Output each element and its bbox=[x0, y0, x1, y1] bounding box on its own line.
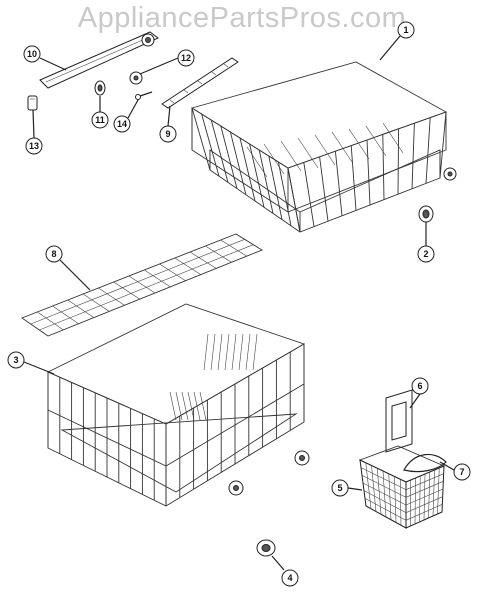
leader-lines bbox=[23, 35, 455, 571]
callout-3: 3 bbox=[7, 351, 25, 369]
callout-11: 11 bbox=[91, 111, 109, 129]
callout-9: 9 bbox=[159, 125, 177, 143]
svg-text:2: 2 bbox=[423, 249, 428, 259]
lower-rack-wheel bbox=[256, 539, 276, 557]
callout-10: 10 bbox=[23, 45, 41, 63]
svg-text:14: 14 bbox=[117, 119, 127, 129]
callout-4: 4 bbox=[281, 569, 299, 587]
lower-rack bbox=[46, 303, 310, 507]
callout-5: 5 bbox=[331, 479, 349, 497]
rack-slide-strip bbox=[161, 57, 239, 109]
svg-text:8: 8 bbox=[51, 249, 56, 259]
svg-text:5: 5 bbox=[337, 483, 342, 493]
svg-text:10: 10 bbox=[27, 49, 37, 59]
callout-2: 2 bbox=[417, 245, 435, 263]
silverware-basket bbox=[358, 445, 446, 529]
callout-13: 13 bbox=[25, 137, 43, 155]
cup-shelf bbox=[21, 233, 263, 337]
end-cap bbox=[27, 95, 38, 111]
svg-text:12: 12 bbox=[181, 53, 191, 63]
svg-text:4: 4 bbox=[287, 573, 292, 583]
callout-12: 12 bbox=[177, 49, 195, 67]
upper-rack bbox=[190, 61, 457, 233]
track-roller bbox=[94, 80, 106, 96]
svg-text:9: 9 bbox=[165, 129, 170, 139]
svg-text:1: 1 bbox=[403, 25, 408, 35]
screw bbox=[135, 91, 153, 100]
svg-text:13: 13 bbox=[29, 141, 39, 151]
svg-text:6: 6 bbox=[417, 381, 422, 391]
upper-rack-wheel bbox=[418, 205, 434, 223]
svg-text:7: 7 bbox=[459, 467, 464, 477]
callout-6: 6 bbox=[411, 377, 429, 395]
callout-1: 1 bbox=[397, 21, 415, 39]
callout-7: 7 bbox=[453, 463, 471, 481]
callout-14: 14 bbox=[113, 115, 131, 133]
rack-wheel bbox=[129, 71, 143, 85]
svg-text:11: 11 bbox=[95, 115, 105, 125]
callout-8: 8 bbox=[45, 245, 63, 263]
basket-handle bbox=[385, 389, 413, 453]
rack-track-rail bbox=[39, 31, 159, 89]
svg-text:3: 3 bbox=[13, 355, 18, 365]
basket-cover bbox=[403, 453, 447, 473]
